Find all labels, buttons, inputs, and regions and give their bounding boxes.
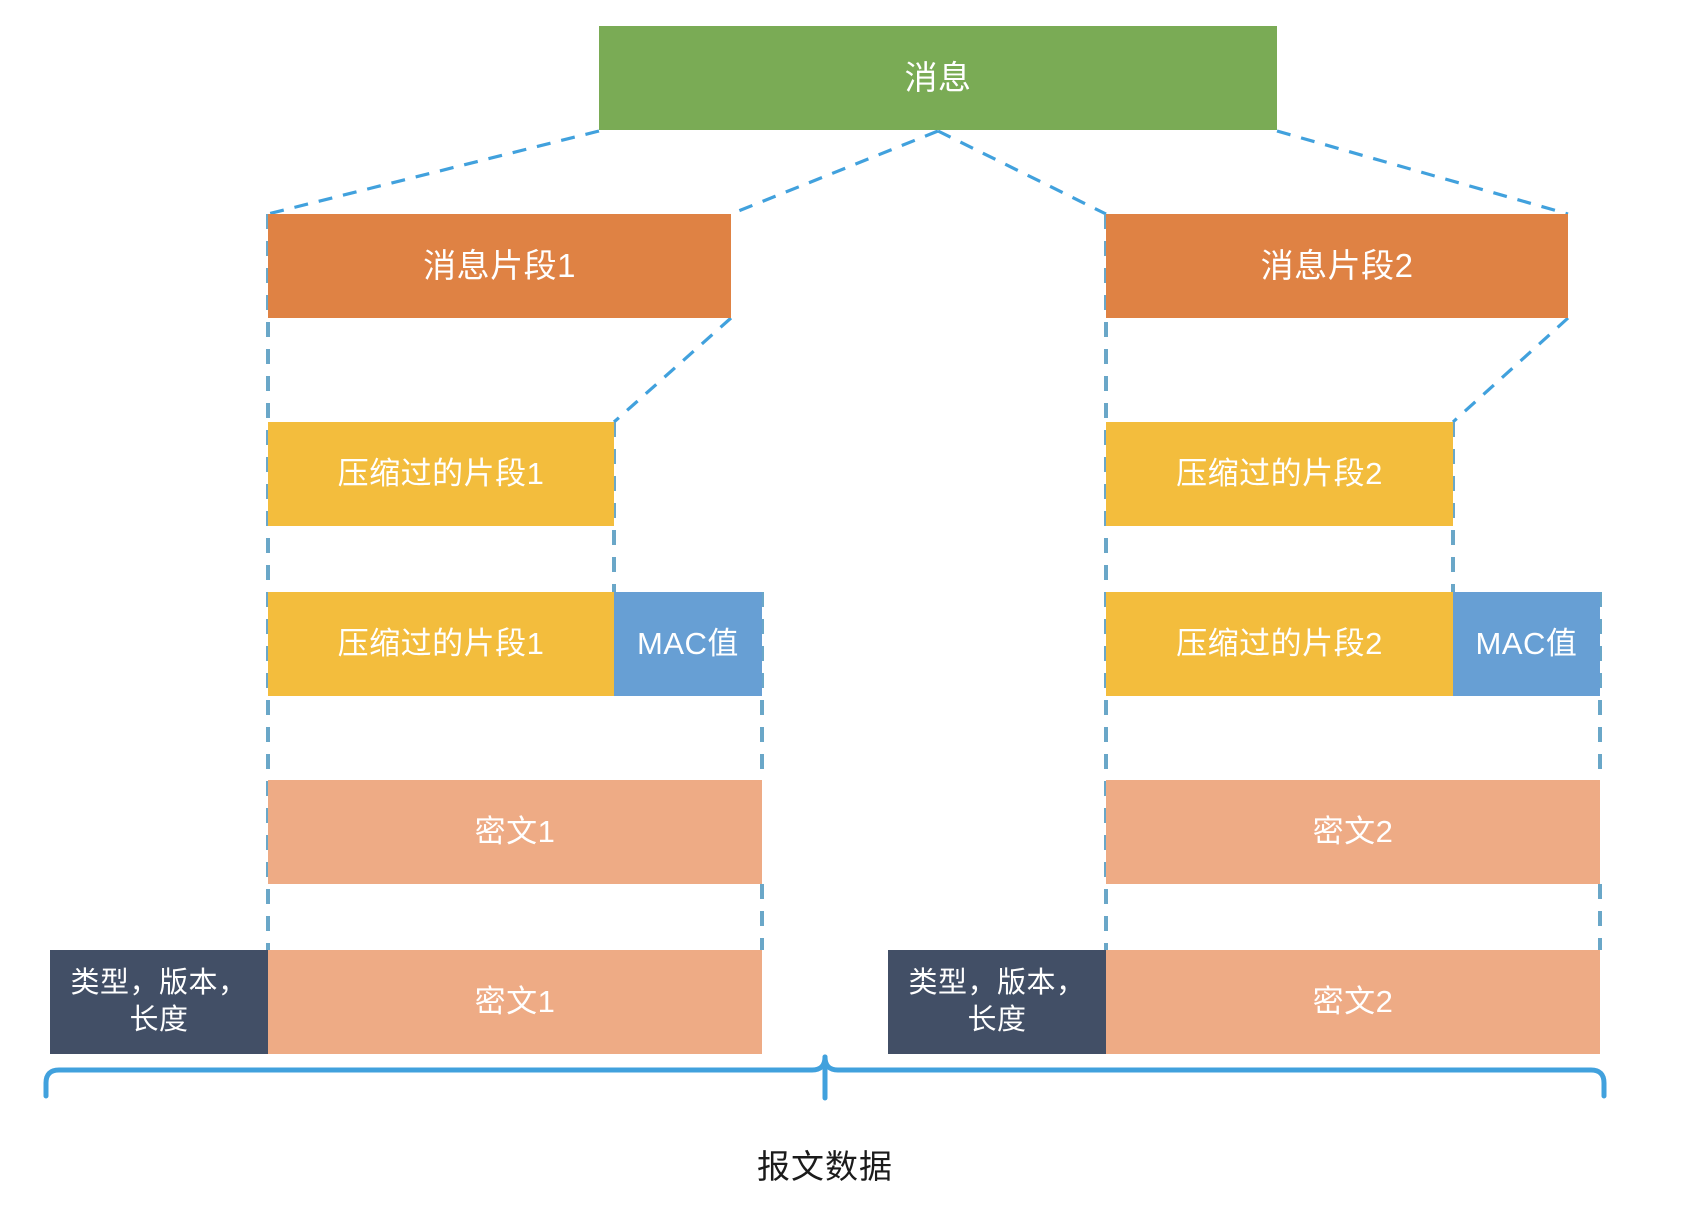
message-box-label: 消息	[904, 58, 972, 96]
fragment-box-2-label: 消息片段2	[1260, 246, 1414, 284]
record-ciphertext-box-2[interactable]: 密文2	[1106, 950, 1600, 1054]
mac-box-2-label: MAC值	[1475, 626, 1578, 662]
bottom-caption: 报文数据	[757, 1148, 893, 1185]
record-header-box-2[interactable]: 类型，版本， 长度	[888, 950, 1106, 1054]
ciphertext-box-1-label: 密文1	[474, 814, 556, 850]
compressed-box-2[interactable]: 压缩过的片段2	[1106, 422, 1453, 526]
record-ciphertext-box-1-label: 密文1	[474, 984, 556, 1020]
compressed-with-mac-box-1-label: 压缩过的片段1	[337, 626, 545, 662]
fragment-box-1[interactable]: 消息片段1	[268, 214, 731, 318]
link-fragment1-to-compressed1	[612, 316, 733, 424]
ciphertext-box-2-label: 密文2	[1312, 814, 1394, 850]
message-box[interactable]: 消息	[599, 26, 1277, 130]
record-header-box-1-label: 类型，版本， 长度	[70, 966, 248, 1036]
compressed-box-1[interactable]: 压缩过的片段1	[268, 422, 614, 526]
compressed-with-mac-box-1[interactable]: 压缩过的片段1	[268, 592, 614, 696]
record-ciphertext-box-2-label: 密文2	[1312, 984, 1394, 1020]
bottom-brace	[43, 1054, 1607, 1099]
record-header-box-2-label: 类型，版本， 长度	[908, 966, 1086, 1036]
record-header-box-1[interactable]: 类型，版本， 长度	[50, 950, 268, 1054]
mac-box-2[interactable]: MAC值	[1453, 592, 1600, 696]
compressed-with-mac-box-2[interactable]: 压缩过的片段2	[1106, 592, 1453, 696]
link-message-to-fragment2	[1276, 129, 1569, 216]
ciphertext-box-1[interactable]: 密文1	[268, 780, 762, 884]
compressed-with-mac-box-2-label: 压缩过的片段2	[1176, 626, 1383, 662]
ciphertext-box-2[interactable]: 密文2	[1106, 780, 1600, 884]
record-ciphertext-box-1[interactable]: 密文1	[268, 950, 762, 1054]
fragment-box-1-label: 消息片段1	[423, 246, 576, 284]
mac-box-1[interactable]: MAC值	[614, 592, 762, 696]
compressed-box-2-label: 压缩过的片段2	[1176, 456, 1383, 492]
link-message-to-fragment2-left	[937, 129, 1107, 216]
compressed-box-1-label: 压缩过的片段1	[337, 456, 545, 492]
link-fragment2-to-compressed2	[1451, 316, 1570, 424]
mac-box-1-label: MAC值	[637, 626, 739, 662]
link-message-to-fragment1	[267, 129, 600, 216]
link-message-to-fragment1-right	[730, 129, 939, 216]
fragment-box-2[interactable]: 消息片段2	[1106, 214, 1568, 318]
